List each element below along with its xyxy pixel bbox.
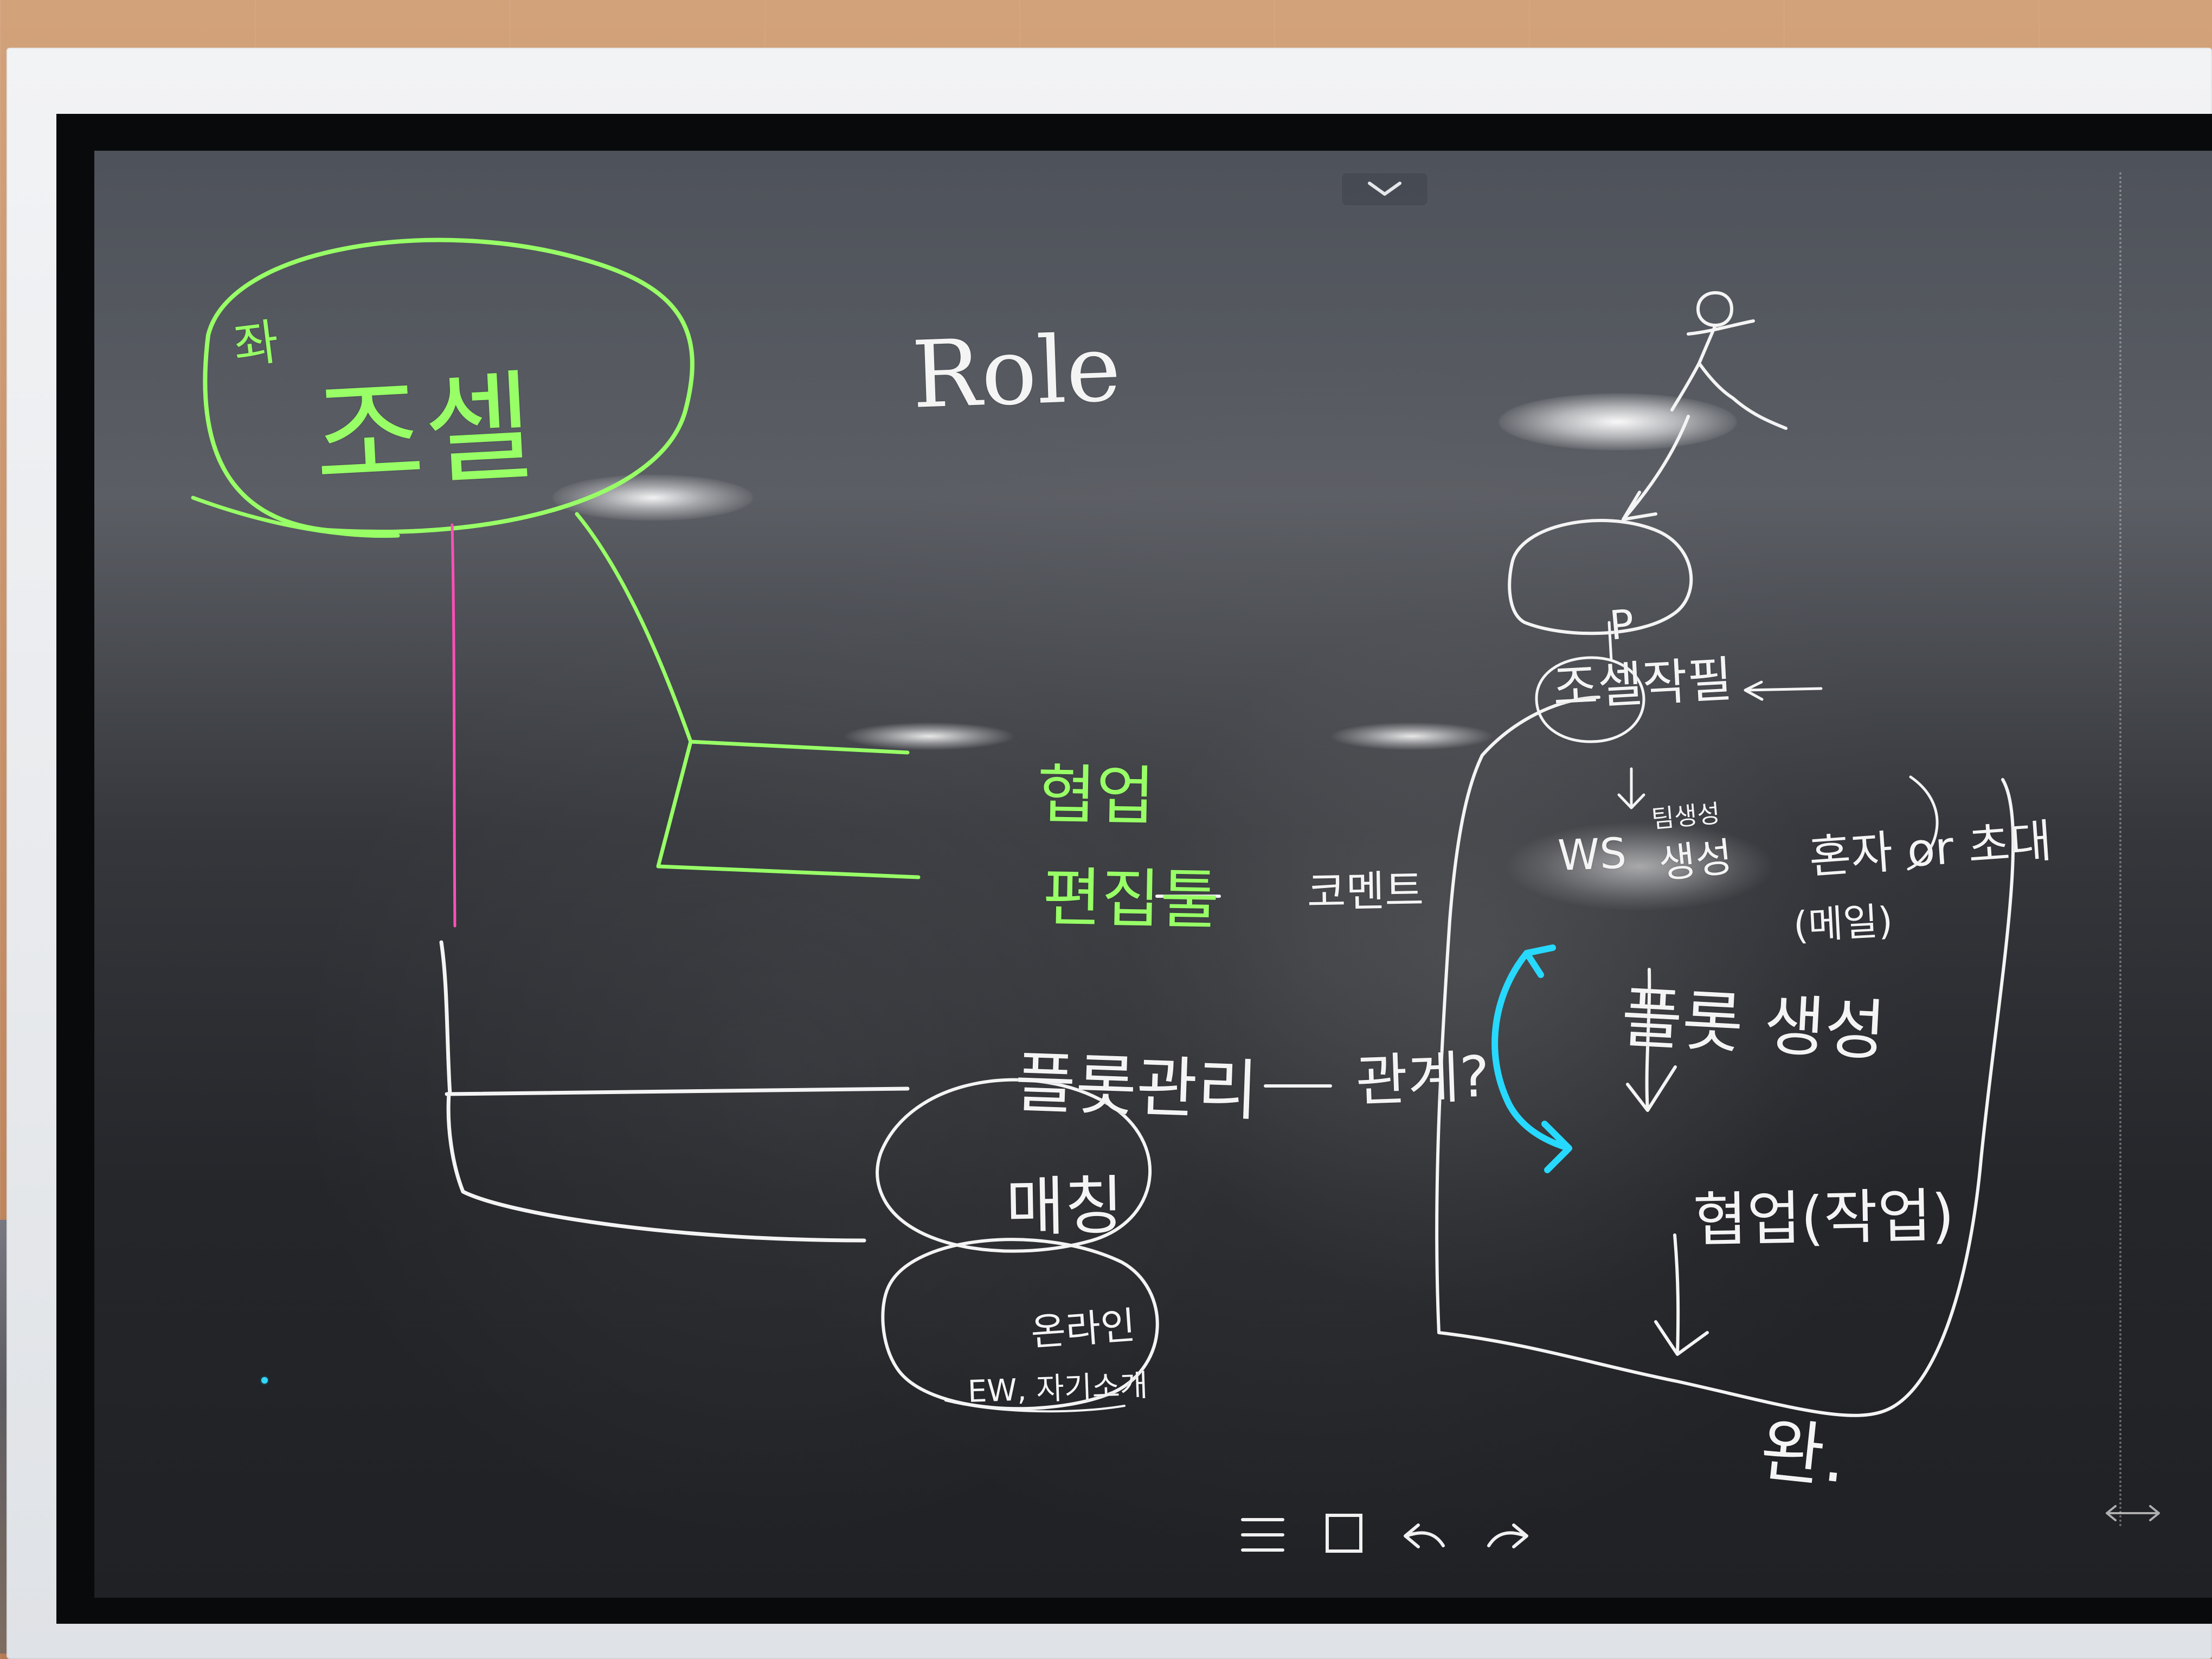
person-arrow (1622, 415, 1690, 521)
matching-note-ellipse (881, 1238, 1159, 1411)
main-left-tail (191, 496, 400, 538)
resize-handle[interactable] (2100, 1494, 2165, 1532)
horizontal-resize-icon (2106, 1505, 2160, 1521)
matching-ellipse (876, 1078, 1152, 1253)
bottom-toolbar (1233, 1504, 1645, 1570)
undo-icon (1404, 1523, 1445, 1548)
page-button[interactable] (1314, 1504, 1374, 1564)
green-connector (575, 512, 921, 879)
down-arrow-1 (1617, 767, 1645, 809)
menu-icon (1241, 1518, 1284, 1552)
redo-button[interactable] (1477, 1504, 1536, 1564)
capture-ellipse (1508, 519, 1693, 635)
chevron-down-icon (1368, 182, 1401, 196)
down-arrow-2 (1626, 968, 1677, 1112)
capture-to-ws (1607, 621, 1613, 662)
white-left-line (439, 940, 910, 1243)
cyan-loop-arrow (1491, 944, 1572, 1173)
ws-circle (1535, 656, 1645, 743)
stick-figure-icon (1670, 291, 1787, 430)
top-toggle-button[interactable] (1341, 172, 1428, 206)
drawing-canvas[interactable] (94, 151, 2212, 1598)
menu-button[interactable] (1233, 1504, 1293, 1564)
whiteboard-screen[interactable]: 좌 Role 조셀 협업 편집툴 코멘트 플롯관리 관계? 매칭 온라인 EW,… (94, 151, 2212, 1598)
redo-icon (1487, 1523, 1528, 1548)
matching-note-underline (944, 1399, 1126, 1413)
pink-line (451, 523, 456, 928)
team-arrow (1744, 680, 1823, 701)
page-icon (1326, 1514, 1362, 1553)
down-arrow-3 (1654, 1233, 1709, 1356)
cyan-ink-dot (261, 1377, 268, 1384)
flow-container (1435, 696, 2015, 1417)
invite-paren-close (1907, 775, 1939, 871)
main-left-ellipse (203, 237, 695, 535)
undo-button[interactable] (1396, 1504, 1455, 1564)
page-divider (2119, 172, 2121, 1528)
